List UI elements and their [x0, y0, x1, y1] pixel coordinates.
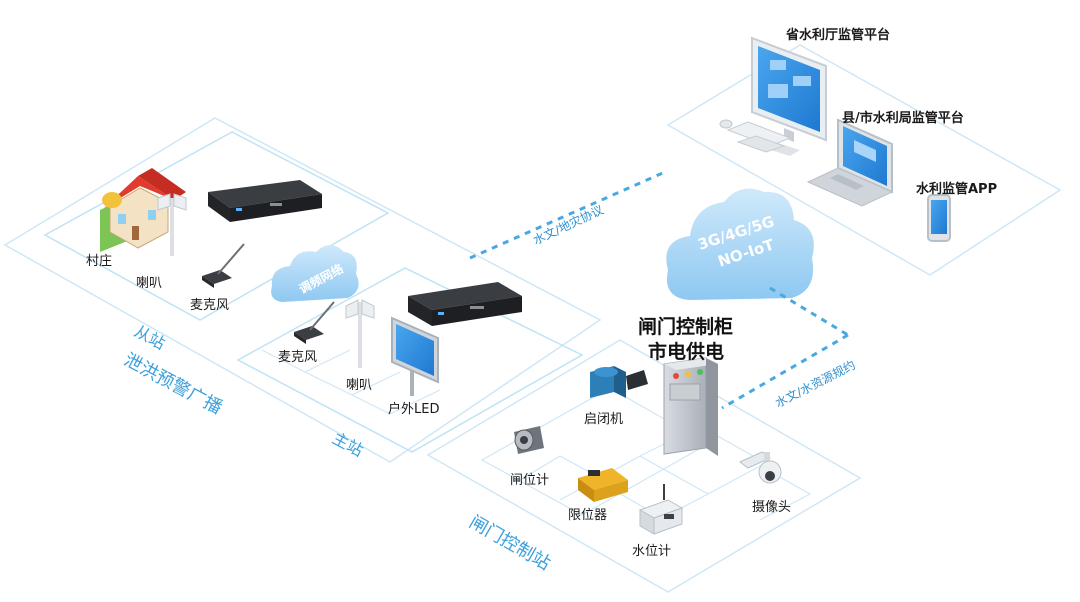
master-connectors	[261, 349, 441, 415]
cabinet-power: 市电供电	[648, 341, 725, 363]
province-platform-label: 省水利厅监管平台	[786, 28, 891, 43]
broadcast-outer-zone	[3, 117, 602, 463]
control-cabinet-icon	[663, 357, 718, 456]
dashed-links	[469, 170, 849, 410]
outdoor-led-label: 户外LED	[388, 402, 440, 417]
laptop-icon	[806, 118, 894, 207]
speaker-slave-icon	[157, 193, 187, 256]
speaker-master-icon	[345, 299, 375, 368]
speaker-master-label: 喇叭	[346, 378, 373, 393]
limiter-label: 限位器	[568, 508, 608, 523]
village-house-icon	[100, 168, 186, 252]
village-label: 村庄	[86, 254, 113, 269]
gate-meter-label: 闸位计	[510, 473, 550, 488]
county-platform-label: 县/市水利局监管平台	[842, 111, 964, 126]
mic-master-label: 麦克风	[278, 350, 318, 365]
slave-station-zone	[43, 131, 390, 321]
desktop-monitor-icon	[751, 36, 827, 156]
hoist-icon	[590, 366, 648, 398]
mic-master-icon	[294, 301, 335, 344]
gate-meter-icon	[514, 426, 544, 454]
network-cloud-icon	[666, 188, 814, 300]
limiter-icon	[578, 468, 628, 502]
master-station-zone	[236, 267, 584, 453]
outdoor-led-icon	[391, 316, 439, 396]
keyboard-icon	[726, 121, 792, 153]
hoist-label: 启闭机	[584, 412, 624, 427]
mic-slave-icon	[202, 243, 245, 288]
water-meter-label: 水位计	[632, 544, 672, 559]
app-platform-label: 水利监管APP	[916, 182, 998, 197]
gate-outer-zone	[426, 339, 862, 593]
rack-unit-slave-icon	[208, 180, 322, 222]
radio-network-cloud-icon	[271, 245, 359, 302]
camera-icon	[739, 451, 782, 484]
camera-label: 摄像头	[752, 500, 792, 515]
mouse-icon	[719, 119, 733, 129]
speaker-slave-label: 喇叭	[136, 276, 163, 291]
phone-icon	[927, 194, 951, 242]
water-meter-icon	[638, 484, 684, 535]
rack-unit-master-icon	[408, 282, 522, 326]
cabinet-title: 闸门控制柜	[638, 316, 734, 338]
mic-slave-label: 麦克风	[190, 298, 230, 313]
